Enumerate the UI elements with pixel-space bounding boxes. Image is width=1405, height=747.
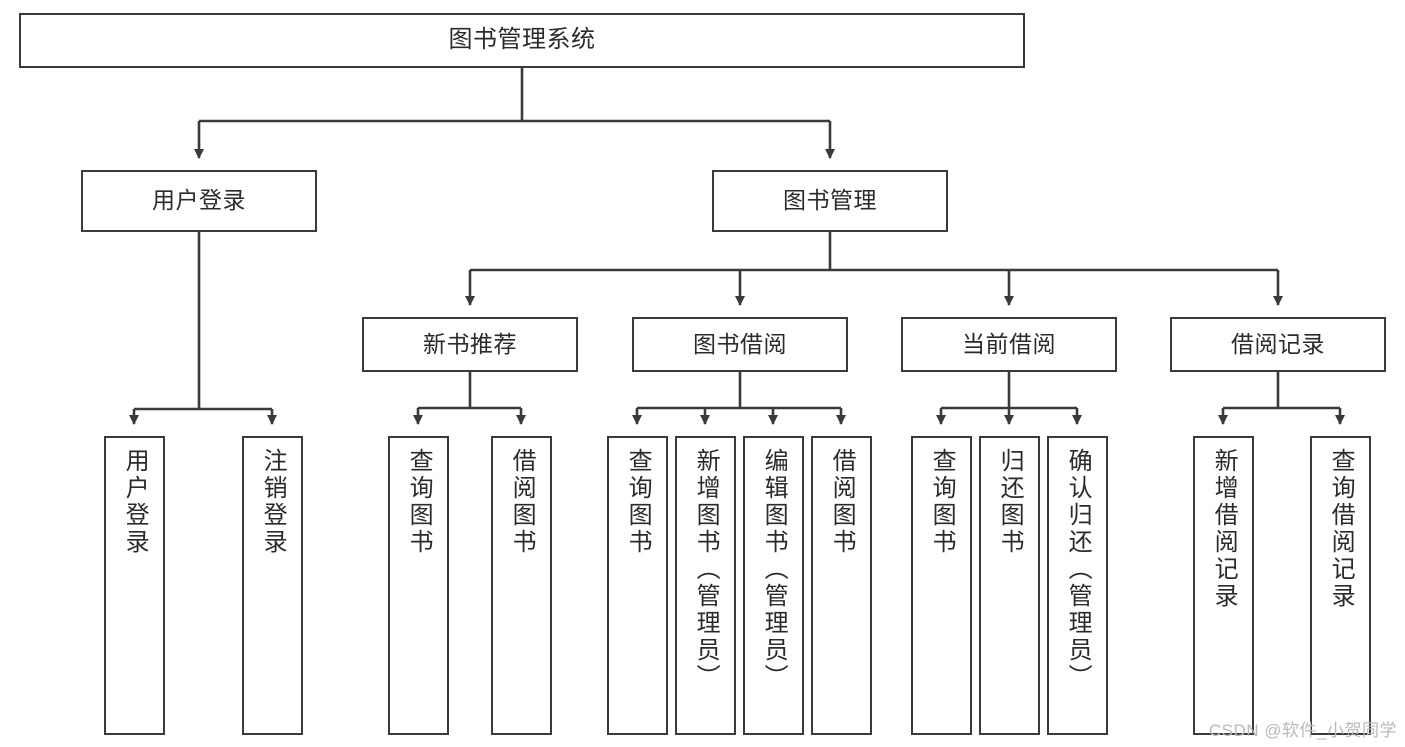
node-leaf-borrow-book-2[interactable]: 借阅图书: [811, 436, 872, 735]
node-leaf-user-login[interactable]: 用户登录: [104, 436, 165, 735]
node-leaf-query-record[interactable]: 查询借阅记录: [1310, 436, 1371, 735]
node-leaf-add-record-label: 新增借阅记录: [1210, 448, 1238, 610]
node-root[interactable]: 图书管理系统: [19, 13, 1025, 68]
node-leaf-logout-label: 注销登录: [259, 448, 287, 556]
node-leaf-query-book-3-label: 查询图书: [928, 448, 956, 556]
node-leaf-add-record[interactable]: 新增借阅记录: [1193, 436, 1254, 735]
node-root-label: 图书管理系统: [448, 26, 596, 54]
node-leaf-confirm-return-label: 确认归还（管理员）: [1064, 448, 1092, 691]
node-user-login[interactable]: 用户登录: [81, 170, 317, 232]
watermark: CSDN @软件_小贺同学: [1208, 721, 1397, 740]
node-leaf-query-book-2-label: 查询图书: [624, 448, 652, 556]
node-current-borrow[interactable]: 当前借阅: [901, 317, 1117, 372]
node-leaf-logout[interactable]: 注销登录: [242, 436, 303, 735]
node-leaf-query-book-1-label: 查询图书: [405, 448, 433, 556]
node-book-management[interactable]: 图书管理: [712, 170, 948, 232]
node-leaf-borrow-book-1[interactable]: 借阅图书: [491, 436, 552, 735]
node-leaf-confirm-return[interactable]: 确认归还（管理员）: [1047, 436, 1108, 735]
node-leaf-add-book[interactable]: 新增图书（管理员）: [675, 436, 736, 735]
node-leaf-query-record-label: 查询借阅记录: [1327, 448, 1355, 610]
node-leaf-query-book-1[interactable]: 查询图书: [388, 436, 449, 735]
node-leaf-edit-book[interactable]: 编辑图书（管理员）: [743, 436, 804, 735]
node-leaf-query-book-3[interactable]: 查询图书: [911, 436, 972, 735]
node-leaf-borrow-book-1-label: 借阅图书: [508, 448, 536, 556]
node-book-borrow-label: 图书借阅: [693, 330, 787, 357]
node-new-book-recommend-label: 新书推荐: [423, 330, 517, 357]
node-current-borrow-label: 当前借阅: [962, 330, 1056, 357]
node-book-borrow[interactable]: 图书借阅: [632, 317, 848, 372]
node-borrow-record-label: 借阅记录: [1231, 330, 1325, 357]
node-leaf-return-book-label: 归还图书: [996, 448, 1024, 556]
node-leaf-edit-book-label: 编辑图书（管理员）: [760, 448, 788, 691]
node-leaf-add-book-label: 新增图书（管理员）: [692, 448, 720, 691]
node-leaf-borrow-book-2-label: 借阅图书: [828, 448, 856, 556]
node-leaf-user-login-label: 用户登录: [121, 448, 149, 556]
node-book-management-label: 图书管理: [783, 187, 877, 214]
node-leaf-query-book-2[interactable]: 查询图书: [607, 436, 668, 735]
node-user-login-label: 用户登录: [152, 187, 246, 214]
node-new-book-recommend[interactable]: 新书推荐: [362, 317, 578, 372]
node-borrow-record[interactable]: 借阅记录: [1170, 317, 1386, 372]
node-leaf-return-book[interactable]: 归还图书: [979, 436, 1040, 735]
